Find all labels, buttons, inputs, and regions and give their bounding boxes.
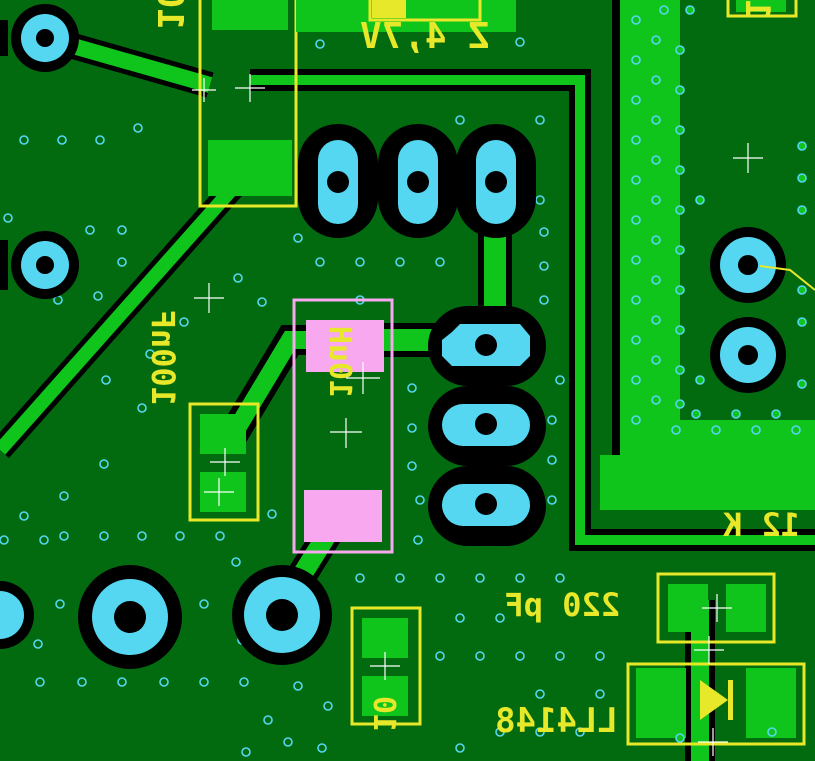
track-right-loop	[250, 69, 815, 551]
through-hole-pads	[0, 4, 786, 669]
r-value-label: 12 K	[722, 506, 800, 544]
c-left-value-label: 100nF	[144, 310, 182, 406]
zener-diode: Z 4,7V	[296, 0, 516, 57]
diode-ll4148: LL4148	[495, 662, 806, 746]
regulator-pads	[298, 124, 536, 238]
oval-pads-column	[428, 306, 546, 546]
c-top-right-value-label: 100nF	[737, 0, 777, 20]
zener-value-label: Z 4,7V	[360, 16, 490, 57]
inductor-l2-selected[interactable]: 10uH	[292, 298, 394, 554]
capacitor-bottom: 10	[350, 606, 422, 732]
capacitor-220pf: 220 pF	[504, 572, 776, 644]
copper-pour-right	[600, 0, 815, 510]
via-field-right	[631, 5, 807, 435]
bottom-partial-label: 10	[366, 696, 401, 732]
component-origin-markers	[192, 74, 763, 756]
capacitor-top-right: 100nF	[726, 0, 798, 20]
ratsnest-line	[759, 265, 815, 291]
l1-value-label: 10uH	[149, 0, 190, 30]
inductor-l1: 10uH	[149, 0, 298, 208]
l2-value-label: 10uH	[322, 326, 357, 398]
capacitor-left: 100nF	[144, 310, 260, 522]
c-bottom-value-label: 220 pF	[504, 586, 620, 624]
diode-value-label: LL4148	[495, 701, 618, 741]
